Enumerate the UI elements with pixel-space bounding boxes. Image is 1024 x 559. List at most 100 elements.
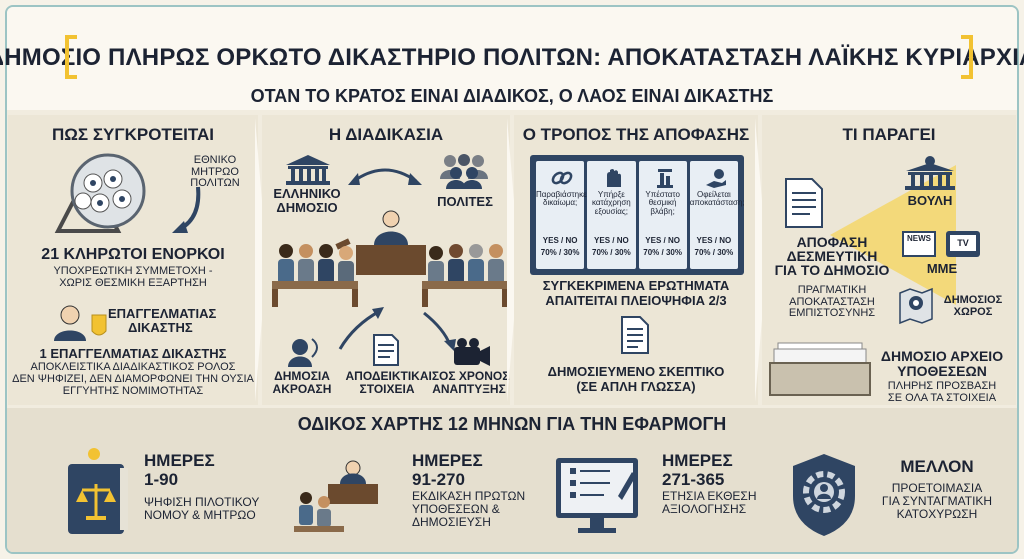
step-label-line: 1-90 — [144, 469, 179, 489]
yes-no: YES / NO — [594, 236, 629, 245]
vote-pct: 70% / 30% — [643, 248, 682, 257]
page-title: ΔΗΜΟΣΙΟ ΠΛΗΡΩΣ ΟΡΚΩΤΟ ΔΙΚΑΣΤΗΡΙΟ ΠΟΛΙΤΩΝ… — [0, 44, 1024, 71]
question-text: Υπέστατο θεσμική βλάβη; — [639, 190, 687, 216]
step-desc-line: ΕΤΗΣΙΑ ΕΚΘΕΣΗ — [662, 489, 757, 503]
airtime-label: ΙΣΟΣ ΧΡΟΝΟΣ ΑΝΑΠΤΥΞΗΣ — [428, 370, 510, 395]
archive-desc-line: ΣΕ ΟΛΑ ΤΑ ΣΤΟΙΧΕΙΑ — [887, 391, 997, 404]
judge-label: ΕΠΑΓΓΕΛΜΑΤΙΑΣ ΔΙΚΑΣΤΗΣ — [108, 307, 248, 334]
step-label-line: 271-365 — [662, 469, 725, 489]
jurors-desc-2: ΧΩΡΙΣ ΘΕΣΜΙΚΗ ΕΞΑΡΤΗΣΗ — [59, 277, 207, 289]
question-line: κατάχρηση — [591, 198, 631, 208]
question-line: Υπέστατο — [645, 190, 680, 199]
question-text: Υπήρξε κατάχρηση εξουσίας; — [587, 190, 635, 216]
questions-caption-1: ΣΥΓΚΕΚΡΙΜΕΝΑ ΕΡΩΤΗΜΑΤΑ — [542, 278, 730, 293]
document-icon — [621, 316, 649, 354]
roadmap-section: ΟΔΙΚΟΣ ΧΑΡΤΗΣ 12 ΜΗΝΩΝ ΓΙΑ ΤΗΝ ΕΦΑΡΜΟΓΗ … — [7, 408, 1017, 552]
step-desc: ΨΗΦΙΣΗ ΠΙΛΟΤΙΚΟΥ ΝΟΜΟΥ & ΜΗΤΡΩΟ — [144, 495, 274, 522]
header: ΔΗΜΟΣΙΟ ΠΛΗΡΩΣ ΟΡΚΩΤΟ ΔΙΚΑΣΤΗΡΙΟ ΠΟΛΙΤΩΝ… — [0, 7, 1024, 87]
evidence-label-line: ΣΤΟΙΧΕΙΑ — [359, 381, 415, 396]
decision-document-icon — [785, 178, 823, 228]
column-title: ΠΩΣ ΣΥΓΚΡΟΤΕΙΤΑΙ — [52, 125, 214, 144]
question-line: Υπήρξε — [597, 190, 625, 199]
newspaper-icon: NEWS — [902, 231, 936, 257]
step-desc-line: ΠΡΟΕΤΟΙΜΑΣΙΑ — [891, 481, 983, 495]
step-desc-line: ΥΠΟΘΕΣΕΩΝ & — [412, 502, 500, 517]
title-bracket-right — [961, 35, 973, 79]
money-hand-icon — [705, 169, 726, 188]
lottery-drum-icon — [54, 153, 146, 233]
step-desc: ΕΚΔΙΚΑΣΗ ΠΡΩΤΩΝ ΥΠΟΘΕΣΕΩΝ & ΔΗΜΟΣΙΕΥΣΗ — [412, 489, 532, 530]
parliament-label: ΒΟΥΛΗ — [907, 193, 953, 208]
judge-desc-1: ΑΠΟΚΛΕΙΣΤΙΚΑ ΔΙΑΔΙΚΑΣΤΙΚΟΣ ΡΟΛΟΣ — [30, 361, 236, 373]
vote-pct: 70% / 30% — [592, 248, 631, 257]
curved-arrow-icon — [172, 186, 201, 233]
archive-files-icon — [769, 342, 871, 396]
archive-label: ΔΗΜΟΣΙΟ ΑΡΧΕΙΟ ΥΠΟΘΕΣΕΩΝ — [868, 349, 1016, 378]
tv-icon: TV — [946, 231, 980, 257]
question-card: Οφείλεται αποκατάσταση; YES / NO 70% / 3… — [689, 161, 745, 269]
step-label-line: ΜΕΛΛΟΝ — [900, 457, 974, 476]
step-desc-line: ΚΑΤΟΧΥΡΩΣΗ — [896, 507, 978, 522]
public-space-label: ΔΗΜΟΣΙΟΣ ΧΩΡΟΣ — [938, 294, 1008, 318]
decision-line: ΑΠΟΦΑΣΗ — [796, 234, 868, 250]
courtroom-illustration — [272, 210, 508, 307]
question-cards: Παραβιάστηκε δικαίωμα; YES / NO 70% / 30… — [536, 161, 745, 269]
subtitle-bar: ΟΤΑΝ ΤΟ ΚΡΑΤΟΣ ΕΙΝΑΙ ΔΙΑΔΙΚΟΣ, Ο ΛΑΟΣ ΕΙ… — [7, 84, 1017, 110]
hearing-label-line: ΑΚΡΟΑΣΗ — [272, 381, 332, 396]
yes-no: YES / NO — [542, 236, 578, 245]
decision-label: ΑΠΟΦΑΣΗ ΔΕΣΜΕΥΤΙΚΗ ΓΙΑ ΤΟ ΔΗΜΟΣΙΟ — [762, 235, 902, 277]
broken-column-icon — [656, 169, 673, 188]
trust-line: ΕΜΠΙΣΤΟΣΥΝΗΣ — [788, 307, 876, 320]
flow-arrows-icon — [338, 307, 456, 351]
trust-line: ΑΠΟΚΑΤΑΣΤΑΣΗ — [789, 295, 875, 308]
question-card: Παραβιάστηκε δικαίωμα; YES / NO 70% / 30… — [536, 161, 587, 269]
step-desc: ΕΤΗΣΙΑ ΕΚΘΕΣΗ ΑΞΙΟΛΟΓΗΣΗΣ — [662, 489, 772, 516]
roadmap-step: ΜΕΛΛΟΝ ΠΡΟΕΤΟΙΜΑΣΙΑ ΓΙΑ ΣΥΝΤΑΓΜΑΤΙΚΗ ΚΑΤ… — [787, 448, 1007, 548]
roadmap-step: ΗΜΕΡΕΣ 271-365 ΕΤΗΣΙΑ ΕΚΘΕΣΗ ΑΞΙΟΛΟΓΗΣΗΣ — [552, 448, 772, 548]
evidence-label: ΑΠΟΔΕΙΚΤΙΚΑ ΣΤΟΙΧΕΙΑ — [342, 370, 432, 395]
law-book-icon — [68, 448, 128, 534]
step-desc-line: ΓΙΑ ΣΥΝΤΑΓΜΑΤΙΚΗ — [881, 494, 993, 509]
reasoning-caption-1: ΔΗΜΟΣΙΕΥΜΕΝΟ ΣΚΕΠΤΙΚΟ — [547, 364, 725, 379]
map-pin-icon — [899, 287, 933, 325]
gear-shield-icon — [793, 454, 855, 536]
parliament-building-icon — [905, 156, 955, 190]
judge-label-line: ΕΠΑΓΓΕΛΜΑΤΙΑΣ — [108, 306, 217, 321]
question-line: βλάβη; — [650, 206, 675, 216]
tv-text: TV — [950, 235, 976, 251]
question-card: Υπήρξε κατάχρηση εξουσίας; YES / NO 70% … — [587, 161, 636, 269]
questions-caption-2: ΑΠΑΙΤΕΙΤΑΙ ΠΛΕΙΟΨΗΦΙΑ 2/3 — [545, 293, 727, 308]
trust-line: ΠΡΑΓΜΑΤΙΚΗ — [797, 284, 867, 296]
column-title: Η ΔΙΑΔΙΚΑΣΙΑ — [328, 125, 444, 144]
step-label-line: ΗΜΕΡΕΣ — [412, 451, 483, 470]
separator-chevron — [755, 118, 771, 402]
chain-icon — [551, 171, 573, 185]
step-label-line: ΗΜΕΡΕΣ — [662, 451, 733, 470]
column-outputs: ΤΙ ΠΑΡΑΓΕΙ ΒΟΥΛΗ NEWS TV ΜΜΕ ΔΗΜΟΣΙΟΣ ΧΩ… — [762, 115, 1016, 405]
decision-line: ΓΙΑ ΤΟ ΔΗΜΟΣΙΟ — [774, 262, 890, 278]
jurors-heading: 21 ΚΛΗΡΩΤΟΙ ΕΝΟΡΚΟΙ — [41, 246, 225, 263]
hand-icon — [607, 169, 622, 187]
registry-line: ΠΟΛΙΤΩΝ — [190, 177, 240, 190]
yes-no: YES / NO — [645, 236, 680, 245]
column-composition: ΠΩΣ ΣΥΓΚΡΟΤΕΙΤΑΙ ΕΘΝΙΚΟ ΜΗΤΡΩΟ ΠΟΛΙΤΩΝ 2… — [8, 115, 258, 405]
reasoning-caption-2: (ΣΕ ΑΠΛΗ ΓΛΩΣΣΑ) — [576, 379, 696, 394]
question-card: Υπέστατο θεσμική βλάβη; YES / NO 70% / 3… — [638, 161, 687, 269]
question-text: Παραβιάστηκε δικαίωμα; — [536, 190, 587, 208]
question-board: Παραβιάστηκε δικαίωμα; YES / NO 70% / 30… — [530, 155, 745, 275]
citizens-group-icon — [440, 154, 488, 189]
government-building-icon — [286, 155, 330, 185]
step-label-line: ΗΜΕΡΕΣ — [144, 451, 215, 470]
roadmap-title: ΟΔΙΚΟΣ ΧΑΡΤΗΣ 12 ΜΗΝΩΝ ΓΙΑ ΤΗΝ ΕΦΑΡΜΟΓΗ — [297, 414, 727, 434]
title-bracket-left — [65, 35, 77, 79]
judge-heading: 1 ΕΠΑΓΓΕΛΜΑΤΙΑΣ ΔΙΚΑΣΤΗΣ — [39, 346, 227, 361]
step-desc: ΠΡΟΕΤΟΙΜΑΣΙΑ ΓΙΑ ΣΥΝΤΑΓΜΑΤΙΚΗ ΚΑΤΟΧΥΡΩΣΗ — [867, 481, 1007, 522]
column-title: ΤΙ ΠΑΡΑΓΕΙ — [842, 125, 936, 144]
evidence-label-line: ΑΠΟΔΕΙΚΤΙΚΑ — [345, 369, 429, 383]
question-line: εξουσίας; — [594, 206, 628, 216]
state-label-line: ΔΗΜΟΣΙΟ — [276, 199, 338, 215]
public-space-line: ΔΗΜΟΣΙΟΣ — [943, 294, 1003, 306]
yes-no: YES / NO — [696, 236, 732, 245]
separator-chevron — [507, 118, 523, 402]
judge-desc-2: ΔΕΝ ΨΗΦΙΖΕΙ, ΔΕΝ ΔΙΑΜΟΡΦΩΝΕΙ ΤΗΝ ΟΥΣΙΑ — [12, 373, 254, 385]
